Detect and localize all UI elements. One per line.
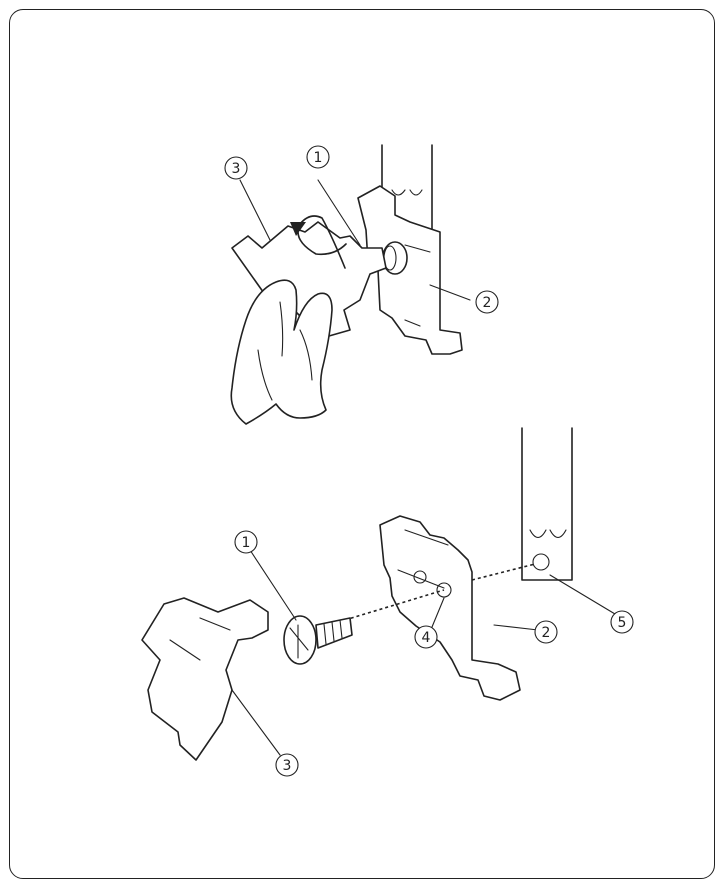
bottom-illustration: 1 4 2 5 3 [141,427,634,777]
callout-bottom-5: 5 [610,610,634,634]
holder-bottom-detail [397,529,449,589]
bar-hole [532,553,550,571]
svg-text:2: 2 [542,625,551,641]
svg-text:1: 1 [242,535,251,551]
alignment-line-bar [471,563,536,581]
holder-small-hole [413,570,427,584]
callout-top-2: 2 [475,290,499,314]
callout-top-1: 1 [306,145,330,169]
hand-creases [257,301,313,401]
leader-bottom-5 [549,574,616,615]
leader-bottom-1 [249,549,297,621]
screw-slot-bottom [289,624,309,659]
svg-text:4: 4 [422,630,431,646]
screw-shank [315,617,353,649]
leader-top-1 [317,179,361,246]
foot-holder-bottom [379,515,521,701]
holder-detail [404,244,431,327]
leader-bottom-4 [431,597,445,628]
screwdriver-bottom [141,597,269,761]
bar-shading [391,189,423,196]
svg-text:5: 5 [618,615,627,631]
svg-text:2: 2 [483,295,492,311]
screw-head-top [382,241,408,275]
leader-top-3 [239,179,271,241]
svg-text:3: 3 [283,758,292,774]
bar-bottom-shading [529,529,567,539]
callout-bottom-3: 3 [275,753,299,777]
leader-bottom-2 [493,624,539,631]
svg-text:3: 3 [232,161,241,177]
callout-top-3: 3 [224,156,248,180]
callout-bottom-2: 2 [534,620,558,644]
svg-text:1: 1 [314,150,323,166]
screw-threads [323,619,343,645]
alignment-line-screw [344,589,445,621]
leader-top-2 [429,284,471,301]
hand [230,279,333,425]
top-illustration: 1 3 2 [224,144,499,425]
screwdriver-bottom-edge [169,617,231,661]
callout-bottom-1: 1 [234,530,258,554]
callout-bottom-4: 4 [414,625,438,649]
page-frame [9,9,715,879]
presser-bar-bottom [521,427,573,581]
leader-bottom-3 [231,689,281,756]
holder-hole [436,582,452,598]
rotation-arrowhead [290,222,306,236]
